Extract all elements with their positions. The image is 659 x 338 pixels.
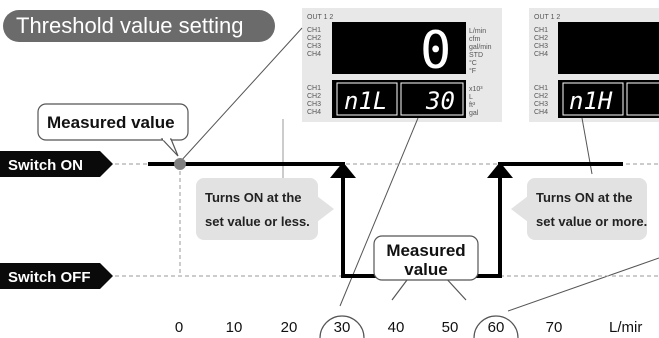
channel-label: CH1 bbox=[534, 85, 548, 92]
out-label: OUT 1 2 bbox=[534, 14, 560, 21]
channel-label: CH4 bbox=[307, 51, 321, 58]
unit-label: L/min bbox=[469, 28, 486, 35]
display-panel-right: OUT 1 2 CH1 CH2 CH3 CH4 CH1 CH2 CH3 CH4 … bbox=[529, 8, 659, 122]
axis-circle-60 bbox=[473, 315, 519, 338]
callout-left-line2: set value or less. bbox=[205, 214, 310, 229]
channel-label: CH4 bbox=[534, 51, 548, 58]
channel-label: CH3 bbox=[307, 43, 321, 50]
channel-label: CH4 bbox=[534, 109, 548, 116]
axis-unit-label: L/mir bbox=[609, 319, 642, 336]
unit-label: °C bbox=[469, 59, 477, 67]
channel-label: CH3 bbox=[534, 43, 548, 50]
callout-right: Turns ON at the set value or more. bbox=[511, 178, 647, 240]
main-display-screen bbox=[332, 22, 466, 74]
callout-left: Turns ON at the set value or less. bbox=[196, 178, 334, 240]
channel-label: CH3 bbox=[534, 101, 548, 108]
switch-off-label: Switch OFF bbox=[8, 269, 91, 286]
unit-label: gal bbox=[469, 110, 479, 117]
up-arrow bbox=[330, 162, 356, 178]
sub-display-screen bbox=[558, 80, 659, 118]
unit-label: °F bbox=[469, 67, 476, 75]
axis-circle-30 bbox=[319, 315, 365, 338]
sub-display-right-box bbox=[400, 82, 464, 116]
unit-label: gal/min bbox=[469, 44, 492, 51]
channel-label: CH3 bbox=[307, 101, 321, 108]
up-arrow bbox=[487, 162, 513, 178]
sub-display-right-box bbox=[626, 82, 659, 116]
measured-value-center-line1: Measured bbox=[386, 241, 465, 260]
sub-display-left-box bbox=[562, 82, 624, 116]
measured-value-center-callout: Measured value bbox=[373, 235, 479, 301]
callout-right-line1: Turns ON at the bbox=[536, 190, 633, 205]
measured-value-label: Measured value bbox=[47, 113, 175, 132]
channel-label: CH1 bbox=[307, 27, 321, 34]
callout-left-line1: Turns ON at the bbox=[205, 190, 302, 205]
axis-tick-label: 40 bbox=[388, 319, 405, 336]
axis-tick-label: 70 bbox=[546, 319, 563, 336]
unit-label: ft³ bbox=[469, 102, 476, 109]
switch-off-label-bg bbox=[0, 263, 113, 289]
unit-label: STD bbox=[469, 52, 483, 59]
page-title: Threshold value setting bbox=[16, 13, 243, 38]
channel-label: CH1 bbox=[534, 27, 548, 34]
leader-line bbox=[179, 27, 303, 163]
switch-on-label: Switch ON bbox=[8, 157, 83, 174]
channel-label: CH1 bbox=[307, 85, 321, 92]
channel-label: CH2 bbox=[534, 35, 548, 42]
unit-label: L bbox=[469, 94, 473, 101]
main-display-screen bbox=[558, 22, 659, 74]
axis-tick-label: 30 bbox=[334, 319, 351, 336]
leader-line bbox=[507, 257, 659, 312]
channel-label: CH2 bbox=[307, 93, 321, 100]
title-background bbox=[3, 10, 275, 42]
unit-label: x10³ bbox=[469, 86, 483, 93]
channel-label: CH4 bbox=[307, 109, 321, 116]
callout-right-line2: set value or more. bbox=[536, 214, 647, 229]
main-display-digit: 0 bbox=[420, 21, 451, 81]
sub-display-screen bbox=[332, 80, 466, 118]
channel-label: CH2 bbox=[307, 35, 321, 42]
measured-value-dot bbox=[174, 158, 186, 170]
axis-tick-label: 20 bbox=[281, 319, 298, 336]
out-label: OUT 1 2 bbox=[307, 14, 333, 21]
sub-display-left-value: n1L bbox=[344, 87, 387, 115]
sub-display-left-box bbox=[336, 82, 398, 116]
unit-label: cfm bbox=[469, 36, 480, 43]
channel-label: CH2 bbox=[534, 93, 548, 100]
measured-value-center-line2: value bbox=[404, 260, 447, 279]
switch-on-label-bg bbox=[0, 151, 113, 177]
display-panel-left: OUT 1 2 CH1 CH2 CH3 CH4 0 L/min cfm gal/… bbox=[302, 8, 502, 122]
axis-tick-label: 60 bbox=[488, 319, 505, 336]
measured-value-callout: Measured value bbox=[37, 103, 189, 157]
sub-display-right-value: 30 bbox=[425, 87, 455, 115]
axis-tick-label: 0 bbox=[175, 319, 183, 336]
sub-display-left-value: n1H bbox=[569, 87, 613, 115]
axis-tick-label: 10 bbox=[226, 319, 243, 336]
axis-tick-label: 50 bbox=[442, 319, 459, 336]
